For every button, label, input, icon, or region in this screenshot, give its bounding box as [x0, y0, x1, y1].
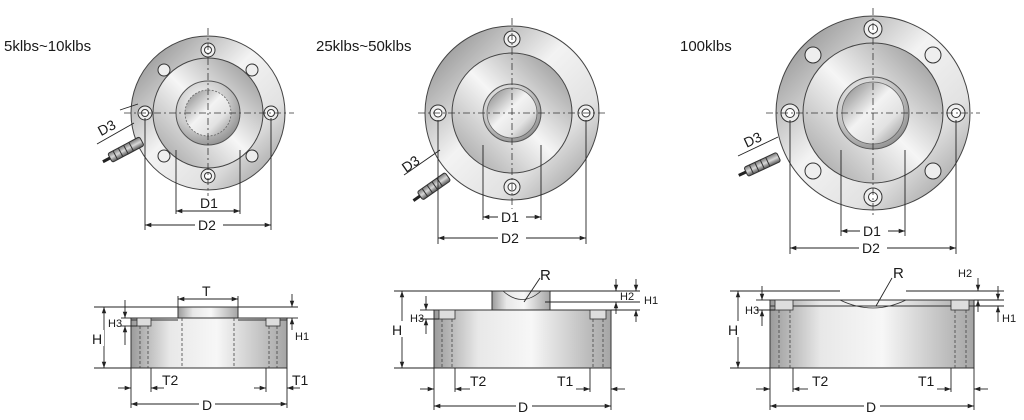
dim-label-D2: D2	[862, 240, 880, 256]
dim-label-H3: H3	[410, 313, 424, 325]
dim-label-H3: H3	[745, 305, 759, 317]
dim-label-D2: D2	[501, 230, 519, 246]
dim-label-D1: D1	[501, 209, 519, 225]
side-view-5-10klbs: T H H3 H1 T2 T1 D	[90, 283, 309, 413]
dim-label-D3: D3	[399, 152, 423, 175]
dim-label-T2: T2	[812, 373, 829, 389]
side-view-25-50klbs: R H H3 H2 H1 T2 T1 D	[390, 267, 658, 415]
dim-label-H3: H3	[108, 318, 122, 330]
cable-connector-icon	[412, 172, 451, 202]
cable-connector-icon	[738, 152, 781, 177]
dim-label-H1: H1	[644, 295, 658, 307]
dim-label-T2: T2	[470, 373, 487, 389]
dim-label-T1: T1	[918, 373, 935, 389]
top-view-25-50klbs: D3 D1 D2	[399, 18, 608, 246]
dim-label-H: H	[392, 322, 402, 338]
dim-label-H2: H2	[958, 268, 972, 280]
dim-label-D: D	[202, 397, 212, 413]
dim-label-D3: D3	[95, 116, 119, 139]
dim-label-T1: T1	[292, 372, 309, 388]
dim-label-H2: H2	[620, 291, 634, 303]
dim-label-R: R	[893, 265, 904, 282]
dim-label-T2: T2	[162, 372, 179, 388]
dim-label-D2: D2	[198, 217, 216, 233]
model-title-100klbs: 100klbs	[680, 38, 732, 55]
dim-label-T1: T1	[557, 373, 574, 389]
dim-label-H1: H1	[295, 331, 309, 343]
cable-connector-icon	[102, 136, 144, 164]
dim-label-D3: D3	[741, 128, 764, 150]
dim-label-H1: H1	[1002, 313, 1016, 325]
dim-label-D1: D1	[863, 223, 881, 239]
dim-label-H: H	[92, 331, 102, 347]
dim-label-T: T	[202, 283, 211, 299]
side-view-100klbs: R H H3 H2 H1 T2 T1 D	[726, 265, 1016, 415]
dim-label-D1: D1	[200, 195, 218, 211]
top-view-100klbs: D3 D1 D2	[737, 8, 980, 256]
bolt-hole-icon	[429, 30, 595, 196]
dim-label-H: H	[728, 322, 738, 338]
dim-label-D: D	[866, 399, 876, 415]
dim-label-D: D	[518, 399, 528, 415]
model-title-5-10klbs: 5klbs~10klbs	[4, 38, 92, 55]
top-view-5-10klbs: D3 D1 D2	[95, 28, 294, 233]
model-title-25-50klbs: 25klbs~50klbs	[316, 38, 412, 55]
dim-label-R: R	[540, 267, 551, 284]
